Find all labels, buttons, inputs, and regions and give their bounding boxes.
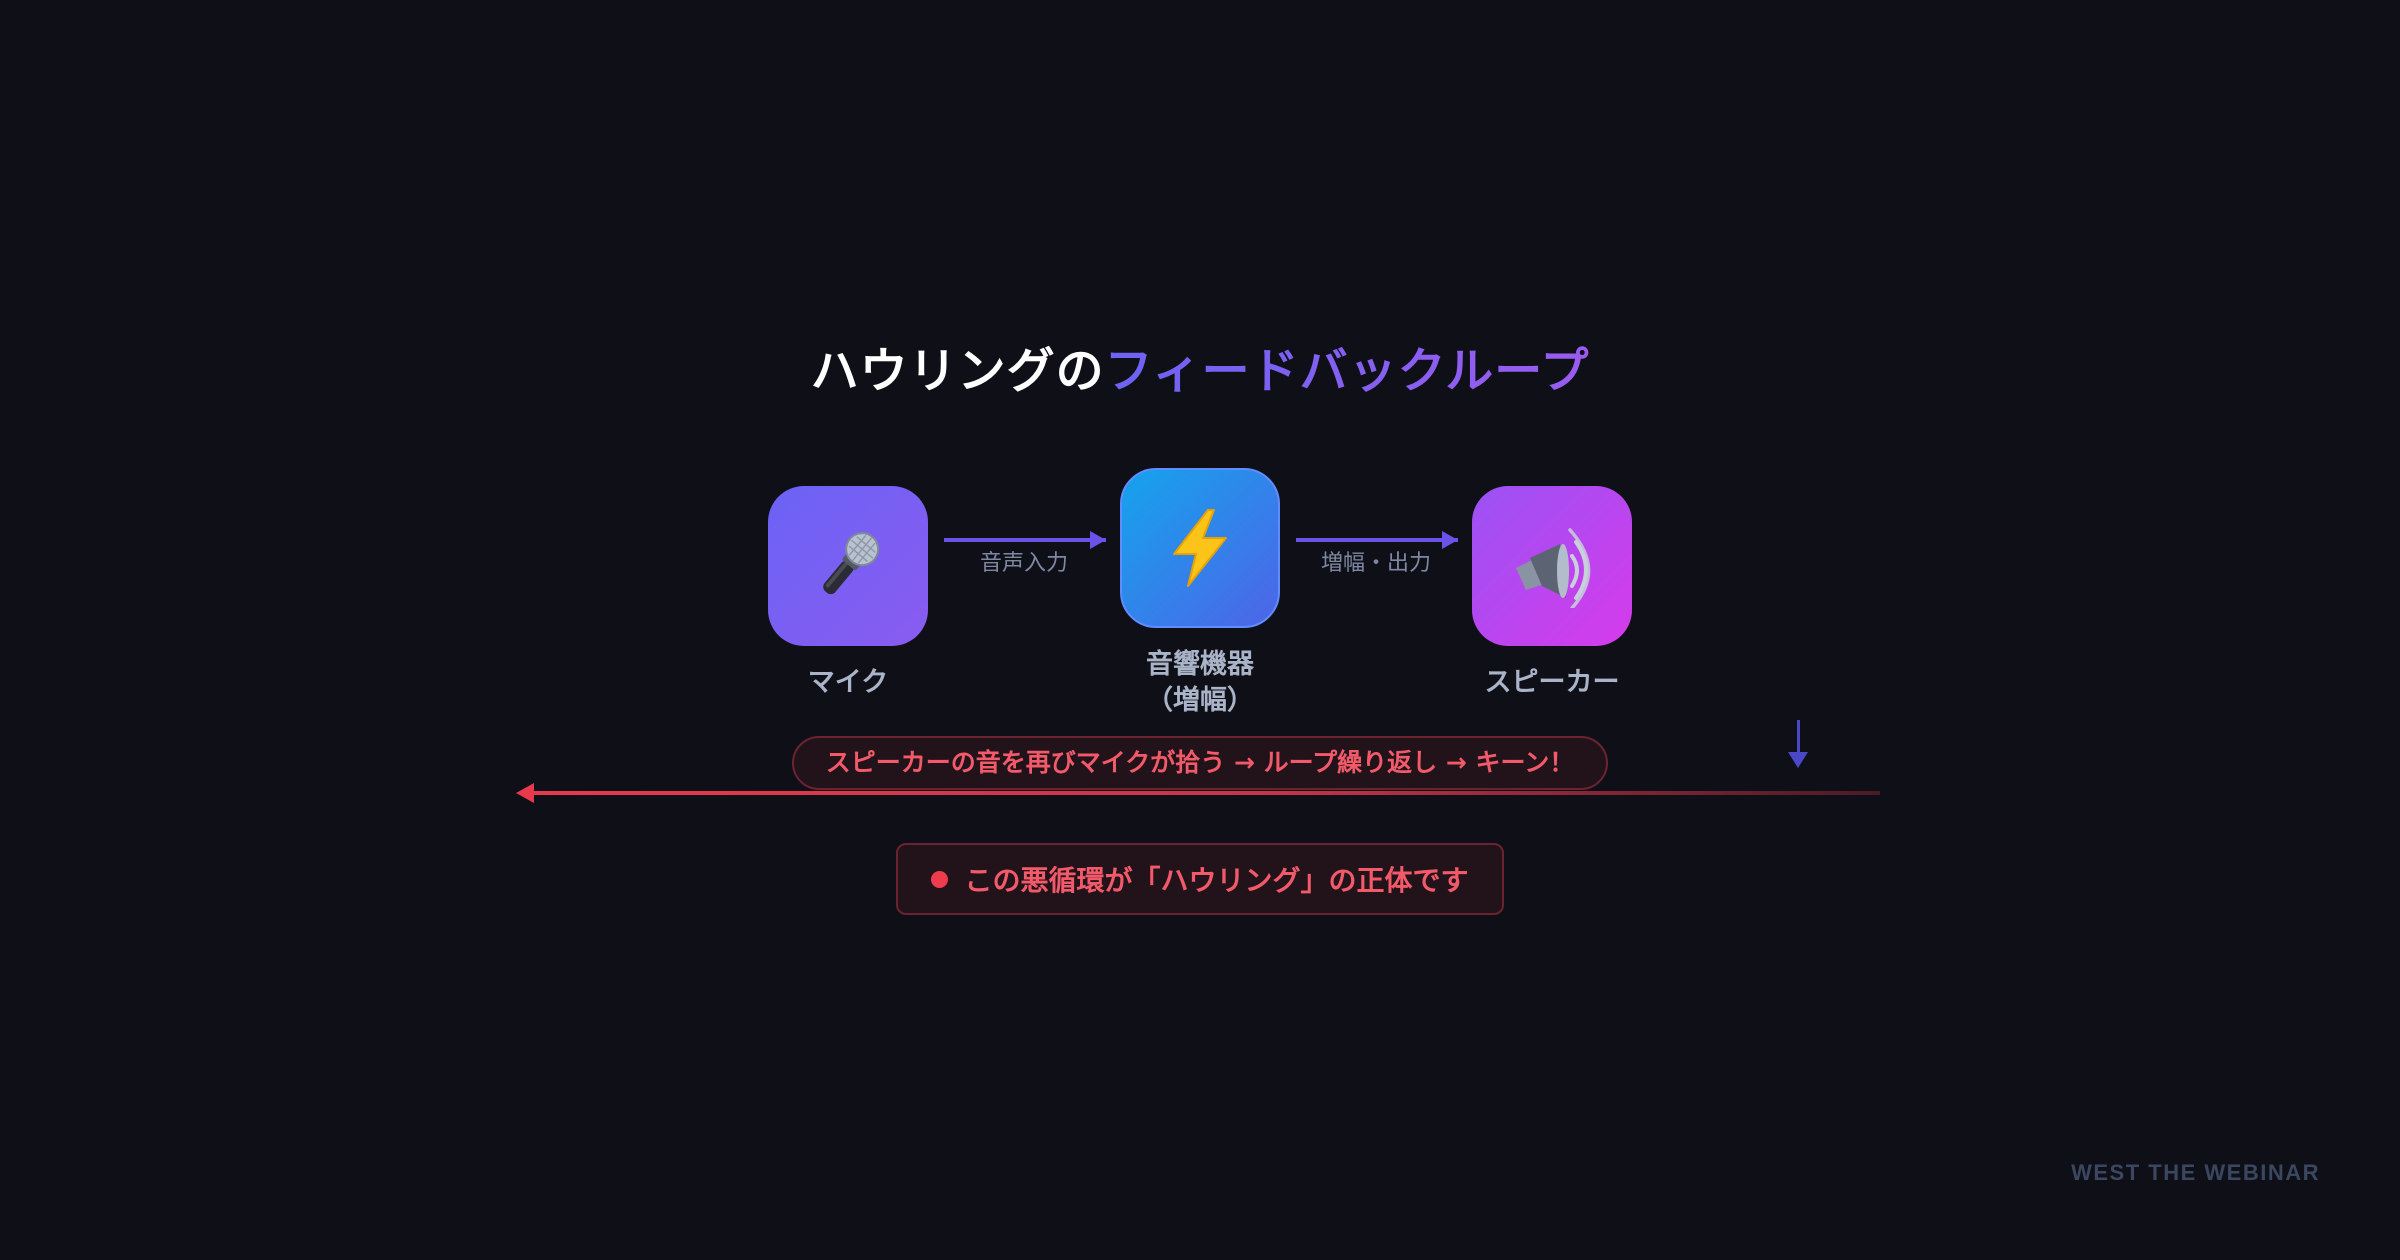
- amplifier-label-line2: （増幅）: [1146, 685, 1254, 716]
- arrow-left-icon: [516, 783, 534, 803]
- mic-label: マイク: [807, 667, 889, 698]
- edge-label-amplify-output: 増幅・出力: [1320, 551, 1431, 576]
- conclusion-callout: この悪循環が「ハウリング」の正体です: [896, 843, 1504, 915]
- amplifier-label-line1: 音響機器: [1146, 649, 1254, 680]
- lightning-bolt-icon: [1173, 509, 1227, 587]
- amplifier-label: 音響機器 （増幅）: [1080, 647, 1320, 719]
- title-prefix: ハウリングの: [810, 343, 1105, 399]
- loop-description: スピーカーの音を再びマイクが拾う → ループ繰り返し → キーン！: [792, 736, 1608, 790]
- conclusion-text: この悪循環が「ハウリング」の正体です: [964, 864, 1469, 897]
- arrow-amp-to-speaker: [1296, 538, 1458, 542]
- page-title: ハウリングのフィードバックループ: [0, 336, 2400, 406]
- title-highlight: フィードバックループ: [1104, 343, 1590, 399]
- edge-label-audio-input: 音声入力: [979, 551, 1068, 576]
- arrow-head-icon: [1442, 531, 1458, 549]
- arrow-down-icon: [1788, 752, 1808, 768]
- amplifier-node: [1120, 468, 1280, 628]
- alert-dot-icon: [931, 870, 949, 888]
- speaker-label: スピーカー: [1484, 667, 1620, 698]
- speaker-node: [1472, 486, 1632, 646]
- arrow-speaker-down: [1797, 720, 1800, 754]
- arrow-mic-to-amp: [944, 538, 1106, 542]
- speaker-icon: [1516, 528, 1591, 608]
- mic-node: [768, 486, 928, 646]
- microphone-icon: [823, 532, 880, 595]
- arrow-head-icon: [1090, 531, 1106, 549]
- brand-logo: WEST THE WEBINAR: [2071, 1160, 2320, 1185]
- feedback-return-line: [532, 791, 1880, 795]
